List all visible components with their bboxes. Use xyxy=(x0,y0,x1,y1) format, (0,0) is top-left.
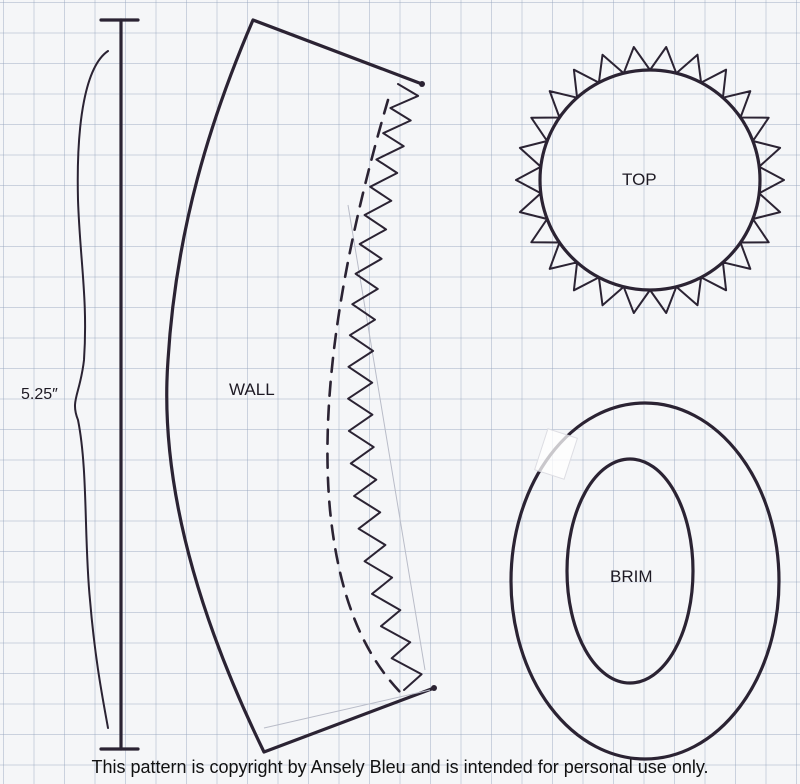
wall-corner-dot-bottom xyxy=(431,685,437,691)
profile-curve xyxy=(74,50,109,729)
top-label: TOP xyxy=(622,170,657,189)
dimension-label: 5.25″ xyxy=(21,386,58,403)
wall-corner-dot-top xyxy=(419,81,425,87)
dimension-line xyxy=(99,18,140,751)
brim-inner-oval xyxy=(565,457,695,685)
wall-fold-line xyxy=(263,204,431,729)
brim-outer-oval xyxy=(509,401,781,761)
copyright-notice: This pattern is copyright by Ansely Bleu… xyxy=(91,757,709,777)
wall-zigzag-tabs xyxy=(347,83,423,691)
wall-outline xyxy=(165,18,436,754)
wall-label: WALL xyxy=(229,380,275,399)
top-notch-ring xyxy=(515,46,785,314)
brim-label: BRIM xyxy=(610,567,653,586)
